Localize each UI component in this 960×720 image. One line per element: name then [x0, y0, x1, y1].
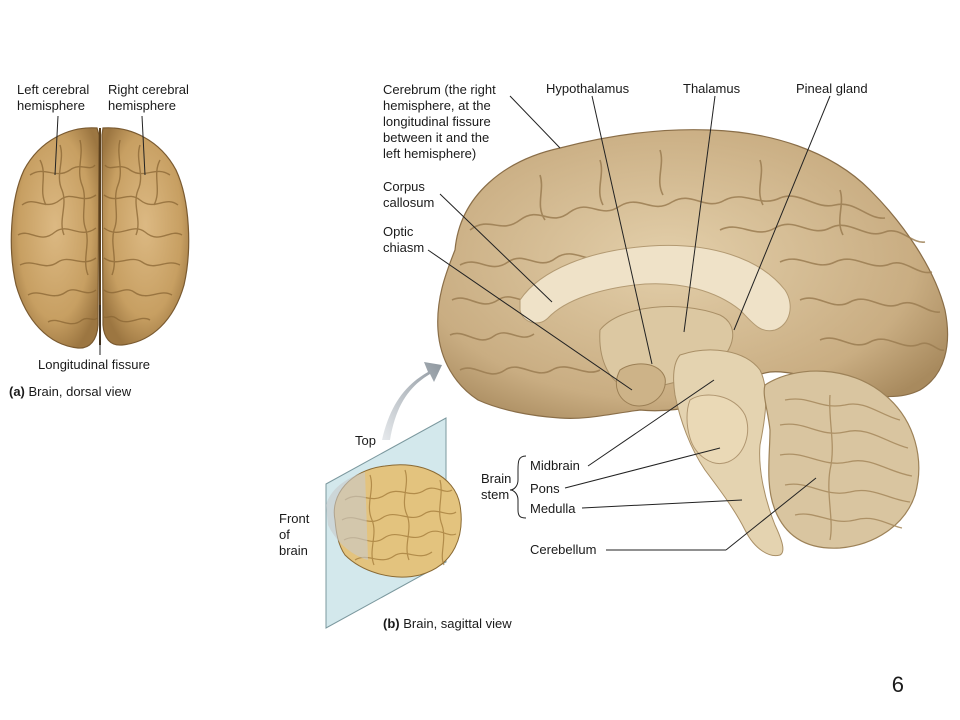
left-hemisphere-shape: [10, 127, 100, 349]
label-front-of-brain: Front of brain: [279, 511, 310, 558]
dorsal-gyri: [17, 139, 183, 325]
caption-a: (a) Brain, dorsal view: [9, 384, 131, 400]
cerebellum-shape: [763, 370, 920, 549]
label-cerebellum: Cerebellum: [530, 542, 597, 557]
label-brain-stem: Brain stem: [481, 471, 512, 502]
panel-a-leaders: [54, 115, 146, 355]
orientation-arrow: [382, 362, 442, 440]
caption-a-letter: (a): [9, 384, 25, 399]
corpus-callosum-shape: [519, 244, 791, 332]
hypothalamus-region-shape: [616, 363, 666, 407]
label-left-cerebral-hemisphere: Left cerebral hemisphere: [17, 82, 90, 113]
dorsal-brain-image: [10, 127, 190, 349]
label-cerebrum: Cerebrum (the right hemisphere, at the l…: [383, 82, 496, 161]
pons-shape: [686, 394, 749, 464]
right-hemisphere-shape: [101, 127, 190, 346]
label-medulla: Medulla: [530, 501, 576, 516]
caption-b: (b) Brain, sagittal view: [383, 616, 512, 632]
label-top: Top: [355, 433, 376, 448]
label-right-cerebral-hemisphere: Right cerebral hemisphere: [108, 82, 189, 113]
panel-b-leaders: [427, 95, 831, 551]
caption-b-letter: (b): [383, 616, 400, 631]
label-pineal-gland: Pineal gland: [796, 81, 868, 96]
label-thalamus: Thalamus: [683, 81, 741, 96]
label-optic-chiasm: Optic chiasm: [383, 224, 425, 255]
label-corpus-callosum: Corpus callosum: [383, 179, 435, 210]
inset-brain-image: [326, 464, 462, 578]
label-midbrain: Midbrain: [530, 458, 580, 473]
label-hypothalamus: Hypothalamus: [546, 81, 630, 96]
page-number: 6: [891, 672, 904, 697]
label-pons: Pons: [530, 481, 560, 496]
label-longitudinal-fissure: Longitudinal fissure: [38, 357, 151, 372]
sagittal-brain-image: [437, 129, 949, 557]
caption-a-text: Brain, dorsal view: [28, 384, 132, 399]
caption-b-text: Brain, sagittal view: [403, 616, 512, 631]
orientation-inset: [325, 362, 462, 629]
